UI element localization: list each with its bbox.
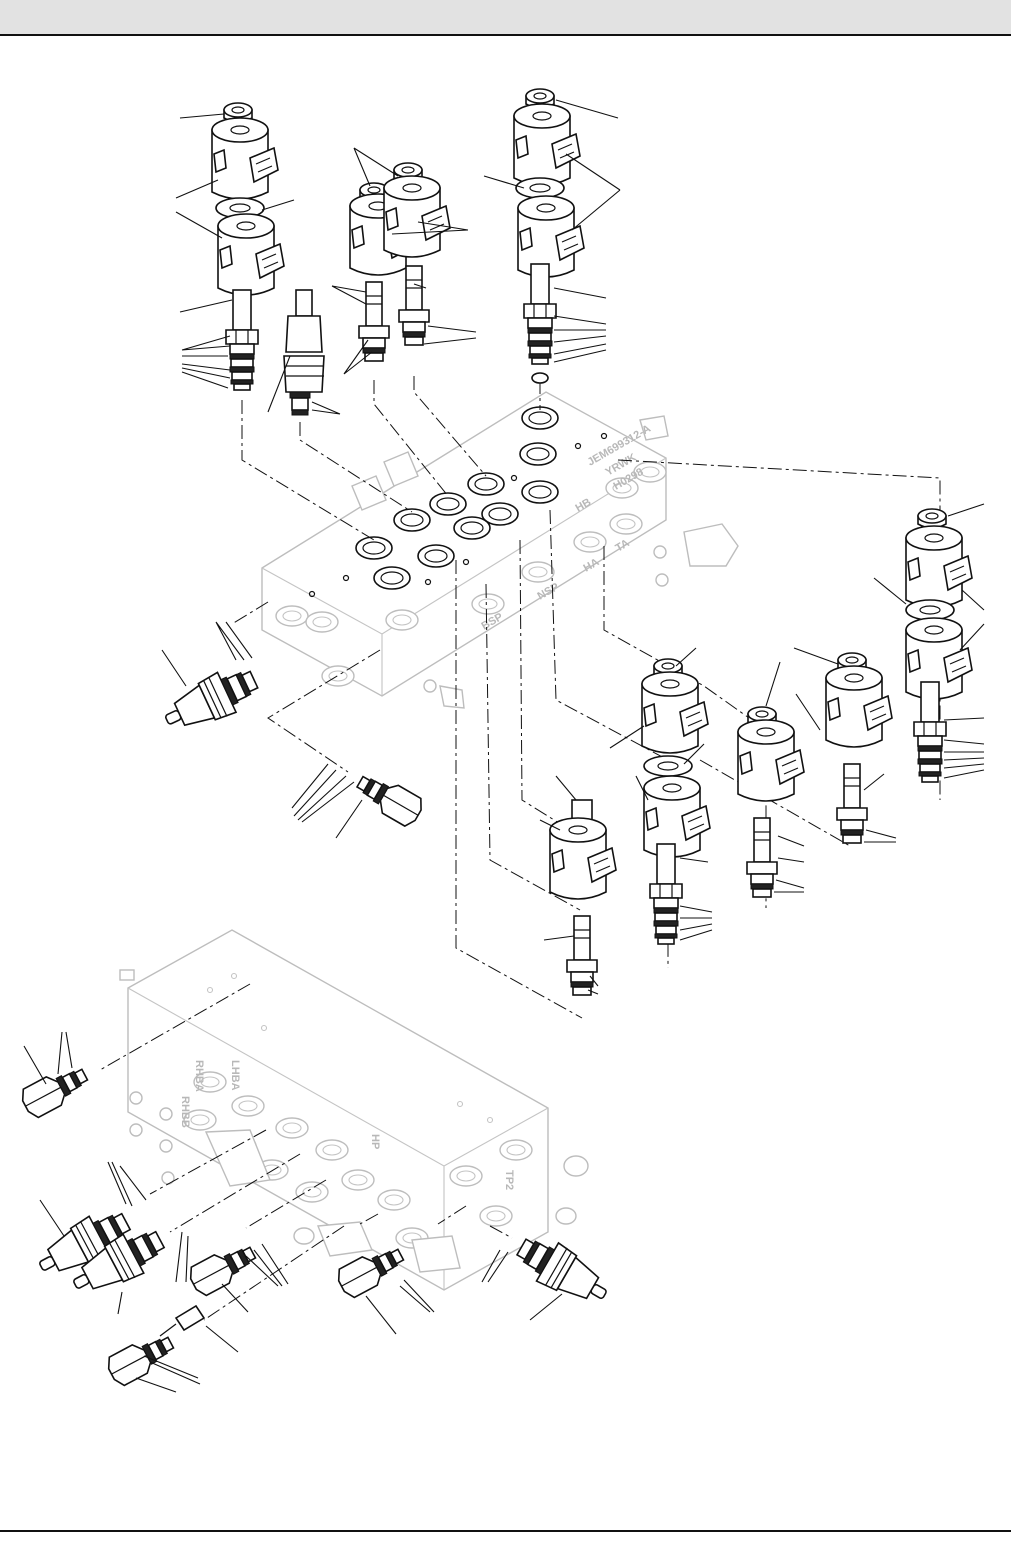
- lower-manifold: RHBA LHBA RHBB HP TP2: [119, 929, 589, 1291]
- relief-cartridge-vertical: [283, 289, 325, 416]
- relief-valve-left-upper: [156, 658, 265, 741]
- callout-leader-lines: [23, 99, 985, 1393]
- solenoid-valve-assembly-8: [549, 799, 617, 996]
- header-band: [0, 0, 1011, 36]
- lower-port-label-rhbb: RHBB: [179, 1096, 191, 1128]
- relief-valve-lower-right: [509, 1227, 617, 1315]
- solenoid-valve-assembly-5: [825, 652, 893, 844]
- lower-port-label-hp: HP: [369, 1134, 381, 1149]
- upper-manifold: JEM699312-A YRWK H0298 HB HA TA NSP BSP: [261, 391, 739, 709]
- lower-port-label-rhba: RHBA: [193, 1060, 205, 1092]
- solenoid-valve-assembly-7: [641, 658, 711, 945]
- footer-rule: [0, 1530, 1011, 1532]
- plug-lower-3: [185, 1237, 261, 1300]
- solenoid-valve-assembly-6: [737, 706, 805, 898]
- needle-valve-lower: [103, 1304, 206, 1390]
- lower-port-label-lhba: LHBA: [229, 1060, 241, 1091]
- solenoid-valve-assembly-3: [513, 88, 585, 384]
- solenoid-valve-assembly-4: [905, 508, 973, 783]
- plug-left-lower: [17, 1059, 93, 1122]
- exploded-valve-diagram: RHBA LHBA RHBB HP TP2: [17, 88, 985, 1393]
- plug-cartridge-center: [351, 767, 427, 830]
- solenoid-valve-assembly-2: [349, 162, 451, 362]
- lower-port-label-tp2: TP2: [503, 1170, 515, 1190]
